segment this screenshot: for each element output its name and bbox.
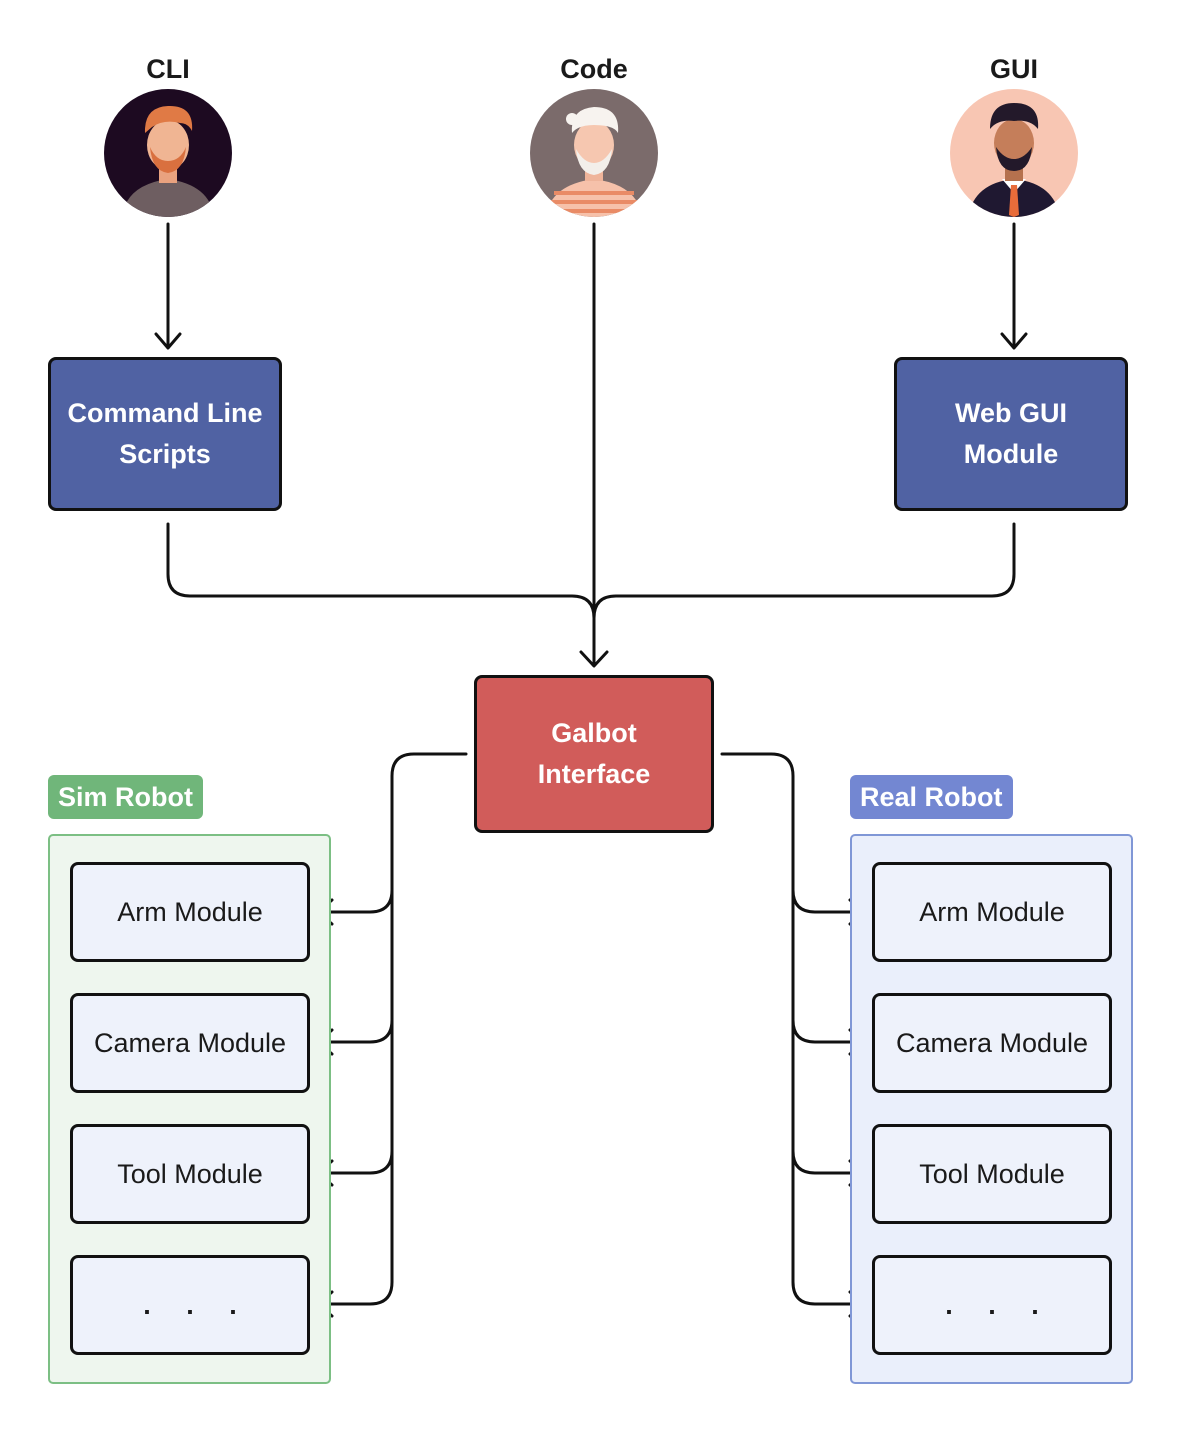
code-user-avatar-icon (530, 89, 658, 217)
gui-box-line1: Web GUI (954, 398, 1067, 428)
web-gui-module-box: Web GUI Module (894, 357, 1128, 511)
sim-camera-module: Camera Module (70, 993, 310, 1093)
bus-to-real (720, 752, 864, 1306)
code-user-label: Code (560, 54, 628, 84)
merge-from-scripts (166, 522, 596, 620)
command-line-scripts-box: Command Line Scripts (48, 357, 282, 511)
cli-box-line1: Command Line (67, 398, 263, 428)
gui-user-label: GUI (989, 54, 1038, 84)
real-tool-module: Tool Module (872, 1124, 1112, 1224)
cli-box-line2: Scripts (119, 439, 211, 469)
real-arm-module: Arm Module (872, 862, 1112, 962)
sim-tool-module: Tool Module (70, 1124, 310, 1224)
gui-box-line2: Module (963, 439, 1059, 469)
real-more-modules: . . . (872, 1255, 1112, 1355)
interface-line2: Interface (537, 759, 651, 789)
bus-to-sim (318, 752, 468, 1306)
sim-arm-module: Arm Module (70, 862, 310, 962)
sim-more-modules: . . . (70, 1255, 310, 1355)
sim-robot-title: Sim Robot (48, 775, 203, 819)
merge-from-webgui (592, 522, 1016, 620)
interface-line1: Galbot (551, 718, 637, 748)
cli-user-avatar-icon (104, 89, 232, 217)
real-camera-module: Camera Module (872, 993, 1112, 1093)
gui-user-avatar-icon (950, 89, 1078, 217)
real-robot-title: Real Robot (850, 775, 1013, 819)
galbot-interface-box: Galbot Interface (474, 675, 714, 833)
cli-user-label: CLI (146, 54, 190, 84)
